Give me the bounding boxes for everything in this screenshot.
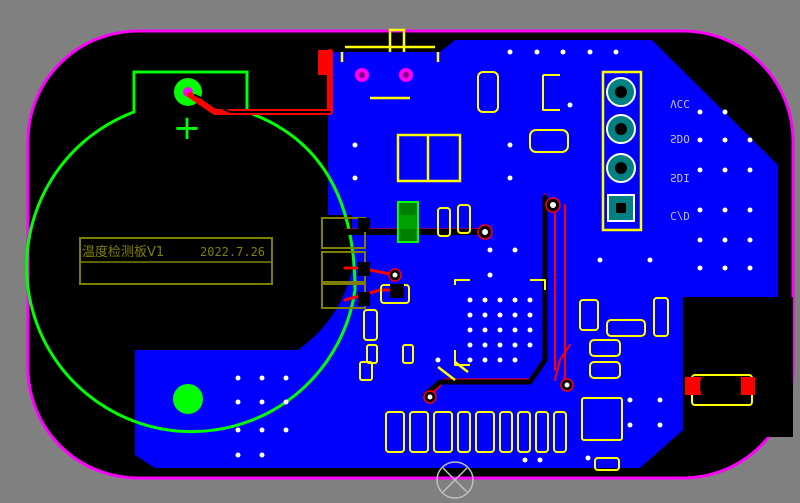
component-outlines [359, 71, 753, 471]
via-array [235, 49, 753, 463]
header-label-vcc: VCC [670, 97, 690, 110]
component-large-rect [396, 133, 462, 183]
component-green-smd[interactable] [397, 201, 419, 243]
component-red-diode[interactable] [685, 377, 755, 395]
header-label-sdi: SDI [670, 171, 690, 184]
ic-footprint-marks [437, 361, 469, 381]
usb-connector-footprint [340, 28, 440, 100]
dark-pads [358, 218, 404, 306]
crosshair-circle-icon [436, 461, 474, 499]
connector-pad-left[interactable] [318, 50, 330, 75]
silkscreen-label-box: 温度检测板V1 2022.7.26 [79, 237, 273, 285]
header-label-sdo: SDO [670, 132, 690, 145]
copper-pour-bottom [135, 40, 778, 468]
board-silk-date: 2022.7.26 [200, 245, 265, 259]
header-label-cd: C/D [670, 209, 690, 222]
programming-header[interactable] [601, 70, 643, 232]
keepout-region [683, 297, 793, 437]
battery-holder-outline [25, 70, 357, 434]
trace-vias[interactable] [388, 197, 574, 404]
battery-pad-negative[interactable] [173, 384, 203, 414]
battery-plus-icon: + [173, 108, 202, 148]
board-silk-title: 温度检测板V1 [82, 244, 164, 260]
header-labels: VCC SDO SDI C/D [670, 97, 690, 222]
